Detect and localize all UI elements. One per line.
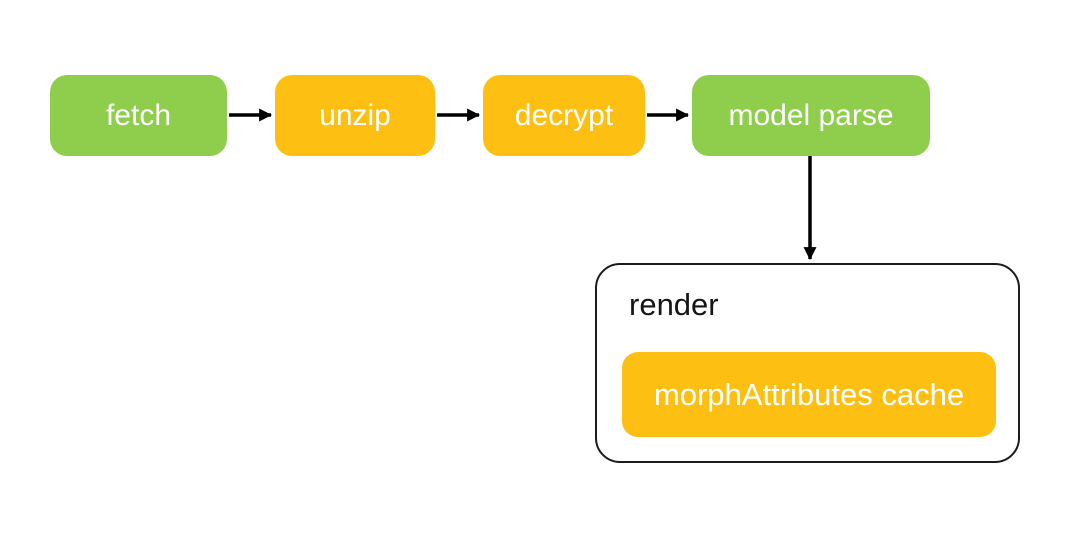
node-decrypt: decrypt: [483, 75, 645, 156]
node-decrypt-label: decrypt: [514, 98, 614, 132]
node-fetch-label: fetch: [105, 98, 172, 132]
node-morphattributes-cache-label: morphAttributes cache: [653, 377, 965, 412]
node-morphattributes-cache: morphAttributes cache: [622, 352, 996, 437]
node-model-parse-label: model parse: [728, 98, 894, 132]
render-container: render morphAttributes cache: [595, 263, 1020, 463]
render-container-label: render: [629, 287, 719, 322]
node-model-parse: model parse: [692, 75, 930, 156]
node-unzip-label: unzip: [319, 98, 391, 132]
node-fetch: fetch: [50, 75, 227, 156]
node-unzip: unzip: [275, 75, 435, 156]
